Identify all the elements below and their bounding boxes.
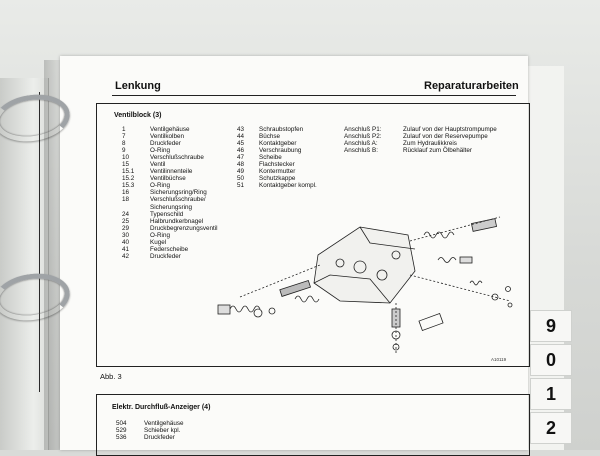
valve-block-title: Ventilblock (3) <box>114 112 162 119</box>
connection-list: Anschluß P1:Zulauf von der Hauptstrompum… <box>344 126 497 154</box>
section-title: Lenkung <box>115 80 161 92</box>
connection-row: Anschluß A:Zum Hydraulikkreis <box>344 140 457 148</box>
valve-housing <box>313 226 416 304</box>
flow-indicator-title: Elektr. Durchfluß-Anzeiger (4) <box>112 404 211 411</box>
index-tab-9[interactable]: 9 <box>530 310 572 342</box>
spring-right <box>423 231 455 239</box>
connection-row: Anschluß P2:Zulauf von der Reservepumpe <box>344 133 488 141</box>
index-tab-2[interactable]: 2 <box>530 412 572 444</box>
left-page-edge-line <box>39 92 40 392</box>
index-tab-1[interactable]: 1 <box>530 378 572 410</box>
left-page <box>0 78 49 450</box>
spring-left <box>229 305 261 313</box>
index-tab-0[interactable]: 0 <box>530 344 572 376</box>
part-row: Sicherungsring <box>150 203 193 211</box>
chapter-title: Reparaturarbeiten <box>424 80 519 92</box>
type-plate <box>418 313 444 331</box>
figure-code: A10119 <box>491 357 507 362</box>
manual-page <box>60 56 528 450</box>
plug-left <box>217 304 231 315</box>
exploded-valve-diagram <box>217 216 513 355</box>
valve-block-panel <box>96 103 530 367</box>
header-rule <box>112 95 516 96</box>
screw-plug-right <box>470 218 498 232</box>
connection-row: Anschluß B:Rücklauf zum Ölbehälter <box>344 147 472 155</box>
connection-row: Anschluß P1:Zulauf von der Hauptstrompum… <box>344 126 497 133</box>
figure-caption: Abb. 3 <box>100 372 122 381</box>
valve-piston <box>279 280 312 297</box>
